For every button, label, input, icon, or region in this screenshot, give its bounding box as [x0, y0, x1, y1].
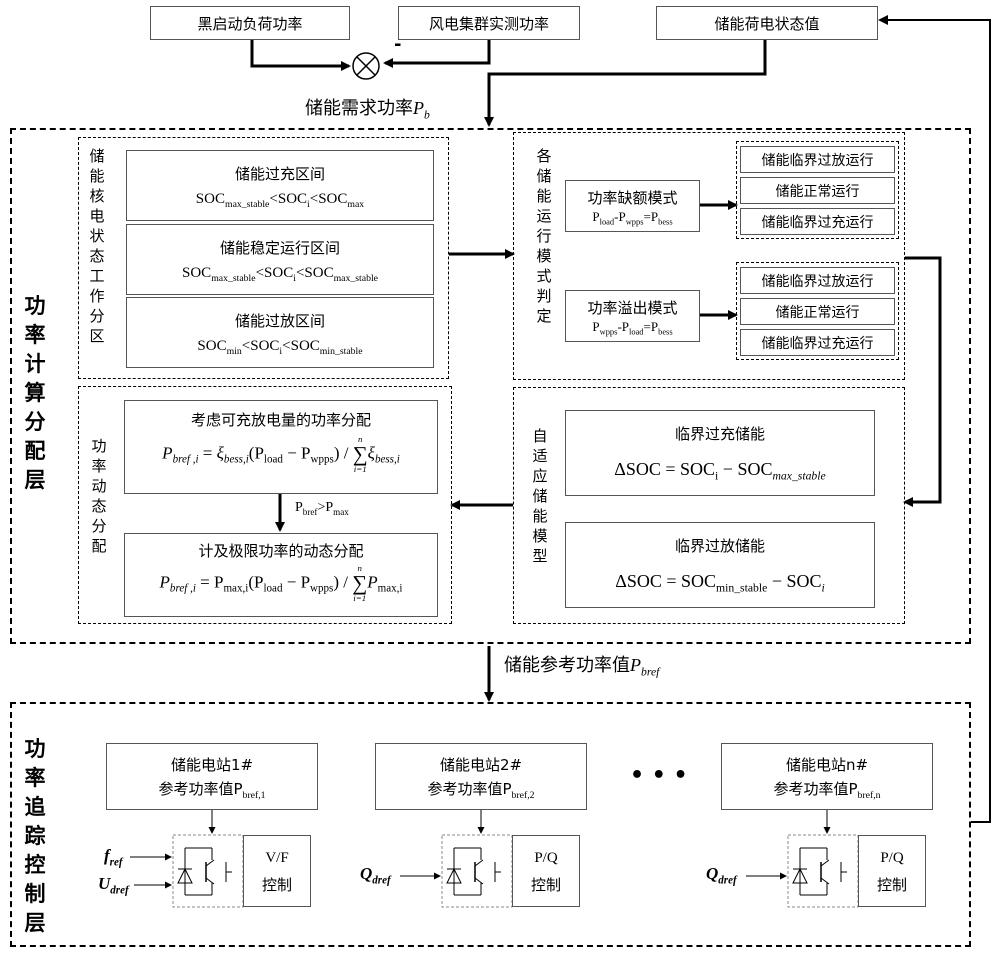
station-n-box: 储能电站n# 参考功率值Pbref,n — [721, 743, 933, 810]
station-1-box: 储能电站1# 参考功率值Pbref,1 — [106, 743, 318, 810]
overcharge-model-formula: ΔSOC = SOCi − SOCmax_stable — [566, 459, 874, 483]
shortage-mode-formula: Pload-Pwpps=Pbess — [566, 209, 699, 227]
zone-overcharge-title: 储能过充区间 — [127, 163, 433, 184]
ref-power-label: 储能参考功率值Pbref — [504, 651, 659, 679]
alloc1-formula: Pbref ,i = ξbess,i(Pload − Pwpps) / n∑i=… — [125, 435, 437, 474]
station-2-ctrl-text: 控制 — [513, 874, 579, 895]
state-b-normal: 储能正常运行 — [740, 298, 895, 325]
alloc2-box: 计及极限功率的动态分配 Pbref ,i = Pmax,i(Pload − Pw… — [124, 533, 438, 617]
zone-stable: 储能稳定运行区间 SOCmax_stable<SOCi<SOCmax_stabl… — [126, 224, 434, 295]
state-b-overdischarge: 储能临界过放运行 — [740, 267, 895, 294]
state-a-normal: 储能正常运行 — [740, 177, 895, 204]
station-2-box: 储能电站2# 参考功率值Pbref,2 — [375, 743, 587, 810]
zone-overdischarge-formula: SOCmin<SOCi<SOCmin_stable — [127, 338, 433, 357]
station-n-name: 储能电站n# — [722, 754, 932, 775]
station-1-ctrl-mode: V/F — [244, 850, 310, 867]
station-1-ctrl-text: 控制 — [244, 874, 310, 895]
station-n-ctrl-mode: P/Q — [859, 850, 925, 867]
summing-junction — [353, 53, 379, 79]
state-a-overcharge: 储能临界过充运行 — [740, 208, 895, 235]
overcharge-model-box: 临界过充储能 ΔSOC = SOCi − SOCmax_stable — [565, 410, 875, 496]
input-fref: fref — [104, 846, 123, 868]
overflow-mode-title: 功率溢出模式 — [566, 297, 699, 318]
wind-cluster-label: 风电集群实测功率 — [429, 13, 549, 34]
calc-layer-title: 功率计算分配层 — [22, 292, 48, 495]
input-qdref-n: Qdref — [706, 864, 737, 886]
adaptive-label: 自适应储能模型 — [531, 426, 549, 566]
track-layer-title: 功率追踪控制层 — [22, 735, 48, 938]
minus-sign: - — [394, 34, 401, 55]
state-b-overcharge: 储能临界过充运行 — [740, 329, 895, 356]
zone-overdischarge: 储能过放区间 SOCmin<SOCi<SOCmin_stable — [126, 297, 434, 368]
station-2-ctrl-mode: P/Q — [513, 850, 579, 867]
dynamic-label: 功率动态分配 — [90, 436, 108, 556]
overflow-mode-formula: Pwpps-Pload=Pbess — [566, 319, 699, 337]
soc-value-box: 储能荷电状态值 — [656, 6, 878, 40]
alloc2-title: 计及极限功率的动态分配 — [125, 540, 437, 561]
shortage-mode-title: 功率缺额模式 — [566, 187, 699, 208]
station-2-ref: 参考功率值Pbref,2 — [376, 778, 586, 801]
zone-stable-formula: SOCmax_stable<SOCi<SOCmax_stable — [127, 265, 433, 284]
soc-partition-label: 储能核电状态工作分区 — [88, 146, 106, 346]
state-a-overdischarge: 储能临界过放运行 — [740, 146, 895, 173]
black-start-load-label: 黑启动负荷功率 — [197, 13, 302, 34]
demand-power-label: 储能需求功率Pb — [305, 94, 430, 122]
zone-stable-title: 储能稳定运行区间 — [127, 237, 433, 258]
input-udref: Udref — [98, 874, 129, 896]
soc-value-label: 储能荷电状态值 — [714, 13, 819, 34]
overcharge-model-title: 临界过充储能 — [566, 423, 874, 444]
ellipsis: • • • — [630, 763, 688, 788]
alloc1-box: 考虑可充放电量的功率分配 Pbref ,i = ξbess,i(Pload − … — [124, 400, 438, 494]
overdischarge-model-box: 临界过放储能 ΔSOC = SOCmin_stable − SOCi — [565, 522, 875, 608]
alloc1-title: 考虑可充放电量的功率分配 — [125, 409, 437, 430]
station-n-ctrl: P/Q 控制 — [858, 835, 926, 907]
overdischarge-model-title: 临界过放储能 — [566, 535, 874, 556]
station-n-ctrl-text: 控制 — [859, 874, 925, 895]
condition-label: Pbref>Pmax — [295, 500, 349, 517]
alloc2-formula: Pbref ,i = Pmax,i(Pload − Pwpps) / n∑i=1… — [125, 564, 437, 603]
station-1-ctrl: V/F 控制 — [243, 835, 311, 907]
wind-cluster-box: 风电集群实测功率 — [398, 6, 580, 40]
station-n-ref: 参考功率值Pbref,n — [722, 778, 932, 801]
station-1-name: 储能电站1# — [107, 754, 317, 775]
station-1-ref: 参考功率值Pbref,1 — [107, 778, 317, 801]
track-layer — [10, 702, 971, 947]
input-qdref-2: Qdref — [360, 864, 391, 886]
overdischarge-model-formula: ΔSOC = SOCmin_stable − SOCi — [566, 571, 874, 595]
mode-judge-label: 各储能运行模式判定 — [535, 146, 553, 326]
shortage-mode-box: 功率缺额模式 Pload-Pwpps=Pbess — [565, 180, 700, 232]
black-start-load-box: 黑启动负荷功率 — [150, 6, 350, 40]
zone-overdischarge-title: 储能过放区间 — [127, 310, 433, 331]
station-2-name: 储能电站2# — [376, 754, 586, 775]
overflow-mode-box: 功率溢出模式 Pwpps-Pload=Pbess — [565, 290, 700, 342]
zone-overcharge: 储能过充区间 SOCmax_stable<SOCi<SOCmax — [126, 150, 434, 221]
station-2-ctrl: P/Q 控制 — [512, 835, 580, 907]
zone-overcharge-formula: SOCmax_stable<SOCi<SOCmax — [127, 191, 433, 210]
